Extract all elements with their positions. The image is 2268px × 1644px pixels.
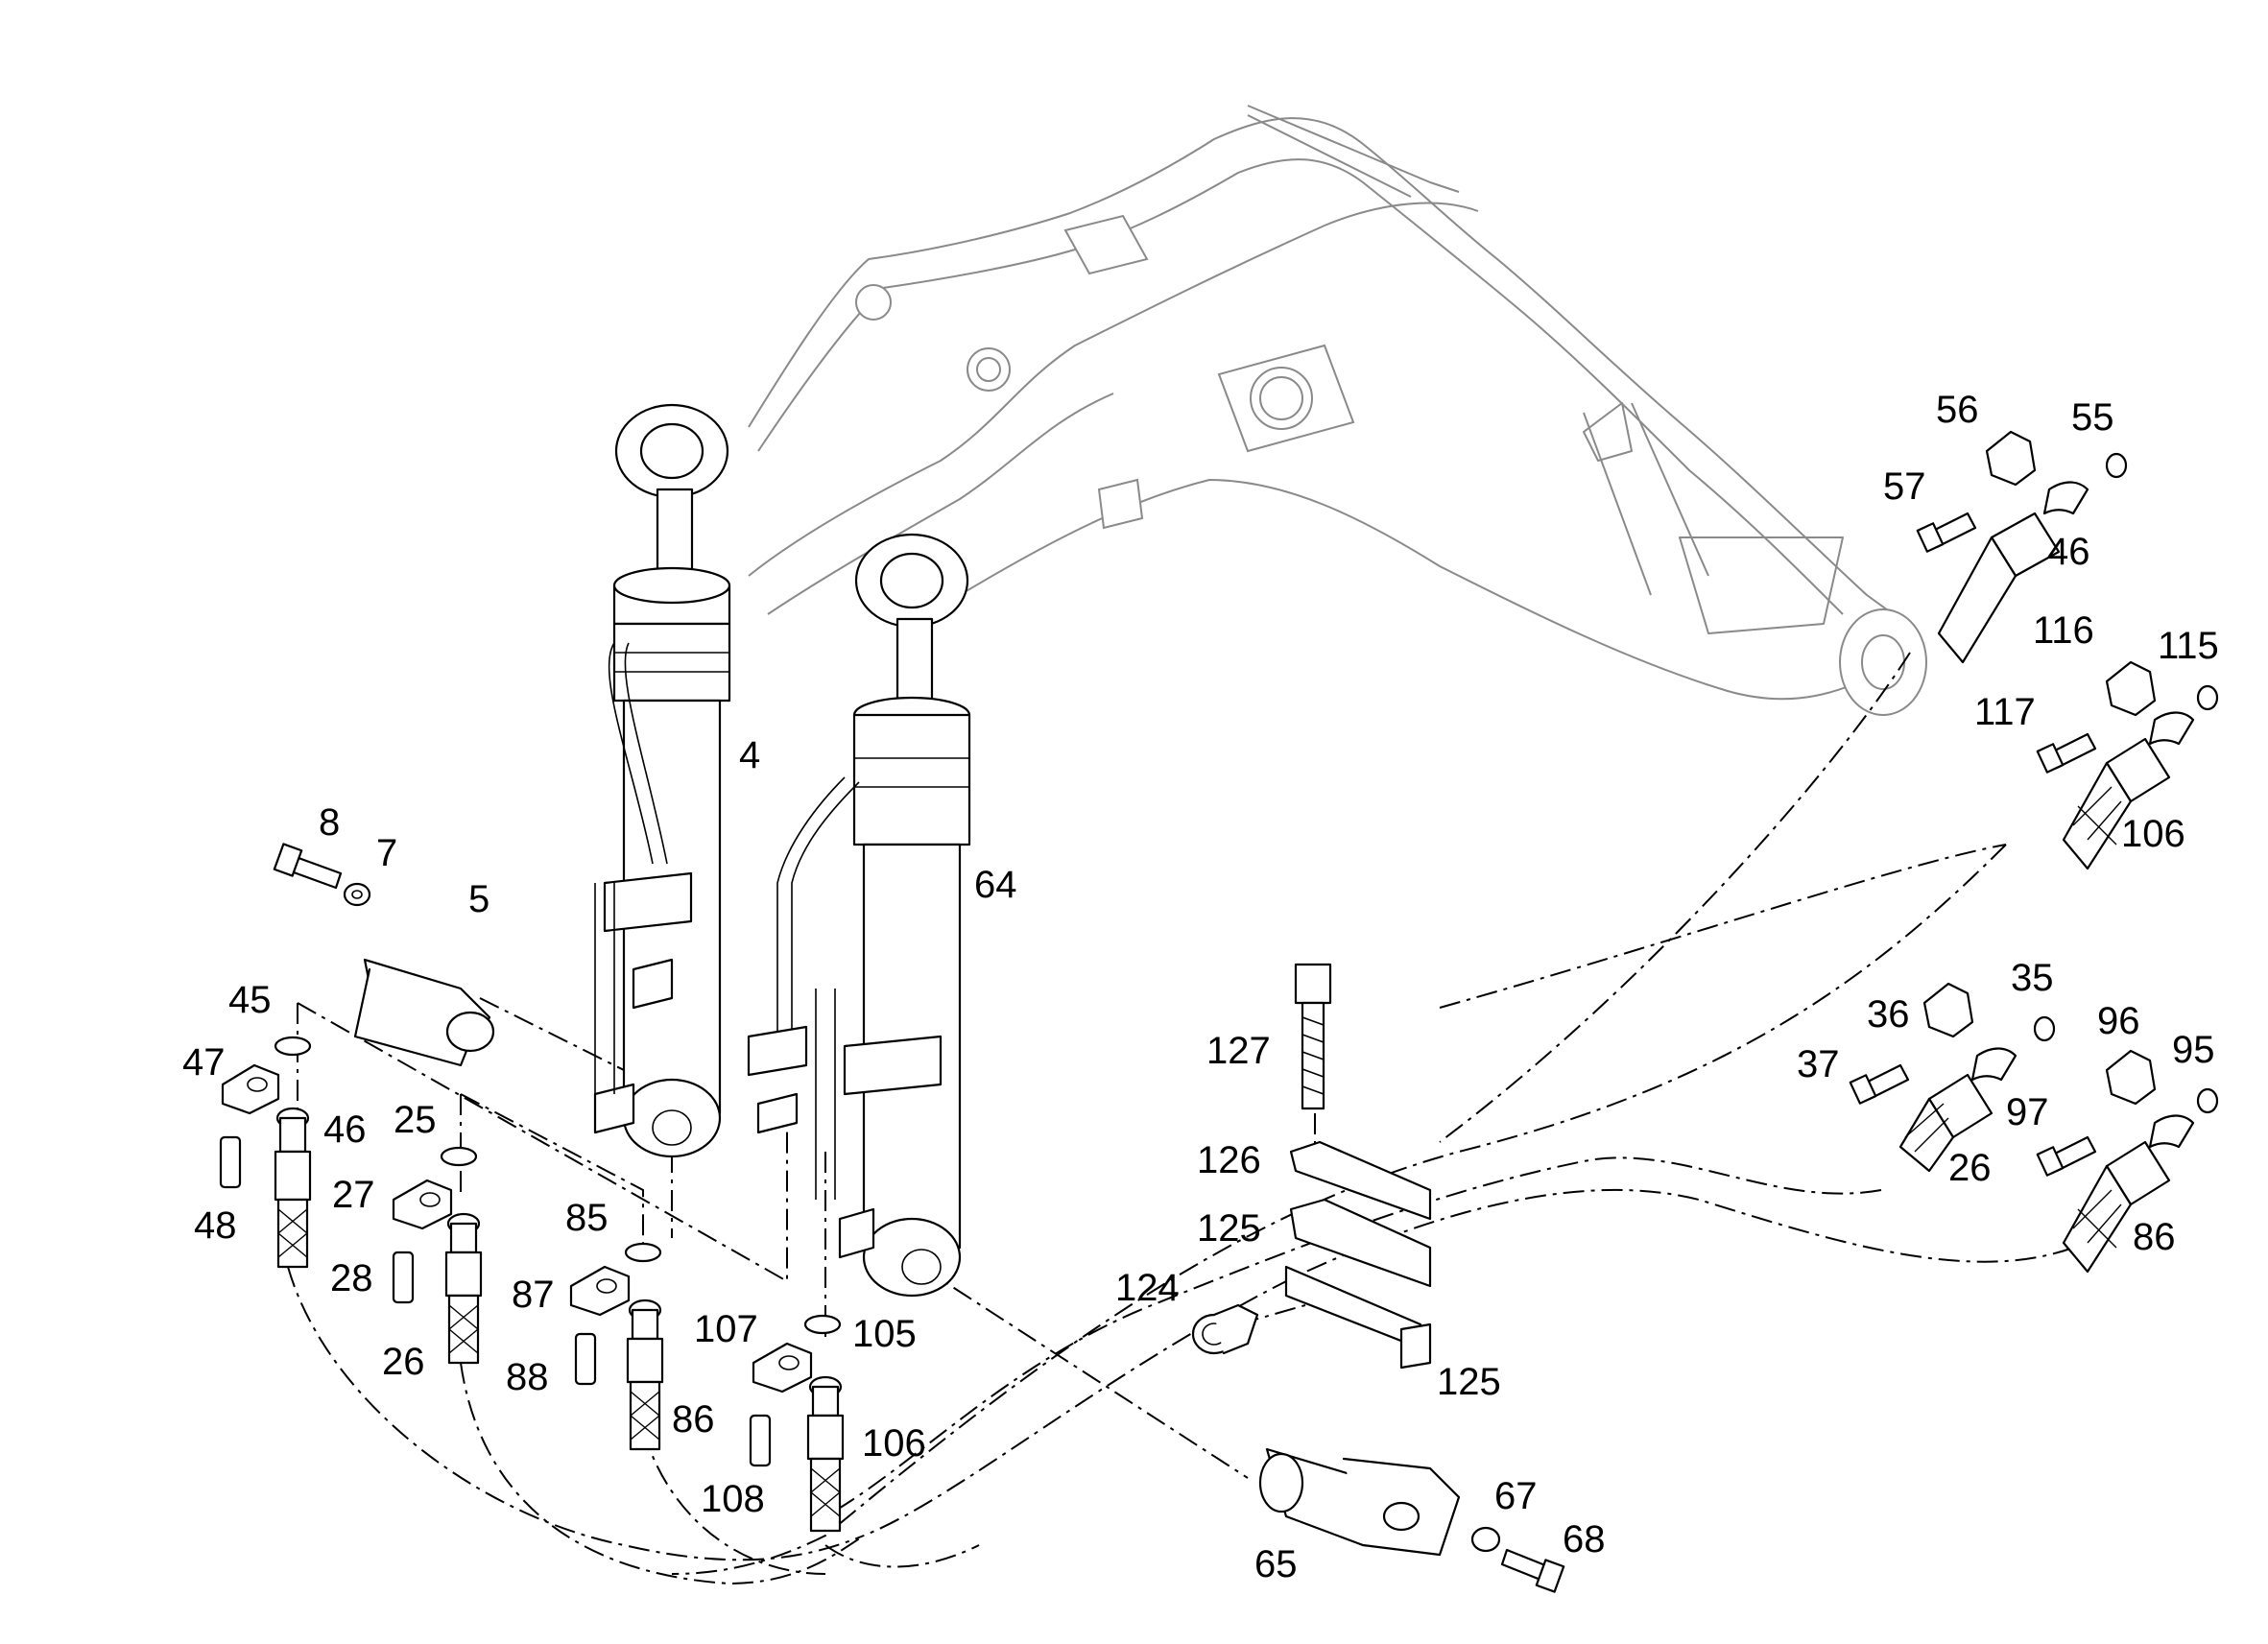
callout-106-right: 106	[2121, 813, 2185, 855]
callout-46-right: 46	[2047, 531, 2090, 573]
callout-86-left: 86	[672, 1398, 715, 1441]
screw-37	[1849, 1063, 1910, 1105]
callout-126: 126	[1197, 1139, 1261, 1181]
callout-127: 127	[1206, 1030, 1271, 1072]
callout-87: 87	[512, 1274, 555, 1316]
callout-36: 36	[1867, 993, 1910, 1036]
hose-fitting-86-left	[626, 1299, 664, 1451]
washer-7	[343, 882, 371, 907]
callout-125-upper: 125	[1197, 1207, 1261, 1250]
washer-67	[1470, 1526, 1501, 1553]
callout-85: 85	[565, 1197, 609, 1239]
bolt-127	[1294, 963, 1332, 1110]
hose-fitting-46-right	[1937, 481, 2089, 664]
flange-half-107	[752, 1342, 813, 1394]
hose-fitting-46-left	[274, 1107, 312, 1269]
callouts: 4 5 7 8 45 47 46 48 25 27 28 26 85 87 88…	[182, 389, 2219, 1585]
screw-97	[2036, 1135, 2097, 1177]
callout-116: 116	[2033, 609, 2094, 652]
callout-106-left: 106	[862, 1422, 926, 1465]
flange-half-27	[392, 1179, 453, 1230]
callout-56: 56	[1936, 389, 1979, 431]
boom-arm	[748, 105, 1927, 716]
callout-95: 95	[2172, 1029, 2215, 1071]
hose-fitting-26-right	[1898, 1047, 2017, 1173]
seal-55	[2105, 452, 2128, 479]
callout-48: 48	[194, 1204, 237, 1247]
seal-35	[2033, 1015, 2056, 1042]
callout-25: 25	[394, 1099, 437, 1141]
callout-28: 28	[330, 1257, 373, 1299]
flange-half-87	[569, 1265, 631, 1317]
flange-half-116	[2105, 660, 2157, 717]
seal-105	[803, 1314, 842, 1335]
hose-fitting-86-right	[2062, 1114, 2195, 1274]
callout-35: 35	[2011, 957, 2054, 999]
screw-108	[749, 1414, 772, 1467]
hose-fitting-106-left	[806, 1375, 845, 1533]
flange-half-96	[2105, 1049, 2157, 1106]
hose-fitting-106-right	[2062, 711, 2195, 870]
hose-fitting-26-left	[444, 1212, 483, 1365]
seal-25	[440, 1146, 478, 1167]
callout-47: 47	[182, 1041, 226, 1084]
callout-117: 117	[1974, 691, 2036, 733]
callout-108: 108	[701, 1478, 765, 1520]
bushing-124	[1191, 1303, 1259, 1355]
screw-48	[219, 1135, 242, 1189]
screw-28	[392, 1251, 415, 1304]
callout-97: 97	[2006, 1091, 2049, 1133]
seal-95	[2196, 1087, 2219, 1114]
seal-45	[274, 1036, 312, 1057]
callout-57: 57	[1883, 465, 1926, 508]
pin-65	[1258, 1447, 1461, 1557]
callout-37: 37	[1797, 1043, 1840, 1085]
callout-55: 55	[2071, 396, 2114, 439]
connection-lines	[287, 652, 2074, 1585]
callout-8: 8	[319, 801, 340, 844]
callout-96: 96	[2097, 1000, 2140, 1042]
hydraulic-cylinder-64	[747, 533, 971, 1298]
callout-45: 45	[228, 979, 272, 1021]
callout-27: 27	[332, 1174, 375, 1216]
bolt-8	[273, 843, 343, 890]
callout-115: 115	[2158, 625, 2219, 667]
callout-107: 107	[694, 1308, 758, 1350]
callout-68: 68	[1563, 1518, 1606, 1561]
callout-26-left: 26	[382, 1341, 425, 1383]
callout-67: 67	[1494, 1475, 1538, 1517]
callout-105: 105	[852, 1313, 917, 1355]
callout-124: 124	[1115, 1267, 1180, 1309]
callout-64: 64	[974, 864, 1017, 906]
flange-half-36	[1922, 982, 1974, 1038]
callout-125-lower: 125	[1437, 1361, 1501, 1403]
hydraulic-cylinder-4	[593, 403, 731, 1158]
screw-88	[574, 1332, 597, 1386]
clamp-block-125	[1284, 1198, 1432, 1370]
screw-117	[2036, 732, 2097, 774]
flange-half-47	[221, 1063, 280, 1115]
callout-86-right: 86	[2133, 1216, 2176, 1258]
pin-5	[353, 958, 495, 1067]
callout-7: 7	[376, 832, 397, 874]
callout-65: 65	[1254, 1543, 1298, 1585]
screw-57	[1916, 512, 1977, 553]
seal-85	[624, 1242, 662, 1263]
seal-115	[2196, 684, 2219, 711]
callout-4: 4	[739, 734, 760, 776]
bolt-68	[1500, 1548, 1565, 1593]
callout-5: 5	[468, 878, 489, 920]
callout-88: 88	[506, 1356, 549, 1398]
callout-26-right: 26	[1948, 1147, 1992, 1189]
plate-126	[1289, 1140, 1432, 1221]
callout-46-left: 46	[323, 1108, 367, 1151]
flange-half-56	[1985, 430, 2037, 487]
